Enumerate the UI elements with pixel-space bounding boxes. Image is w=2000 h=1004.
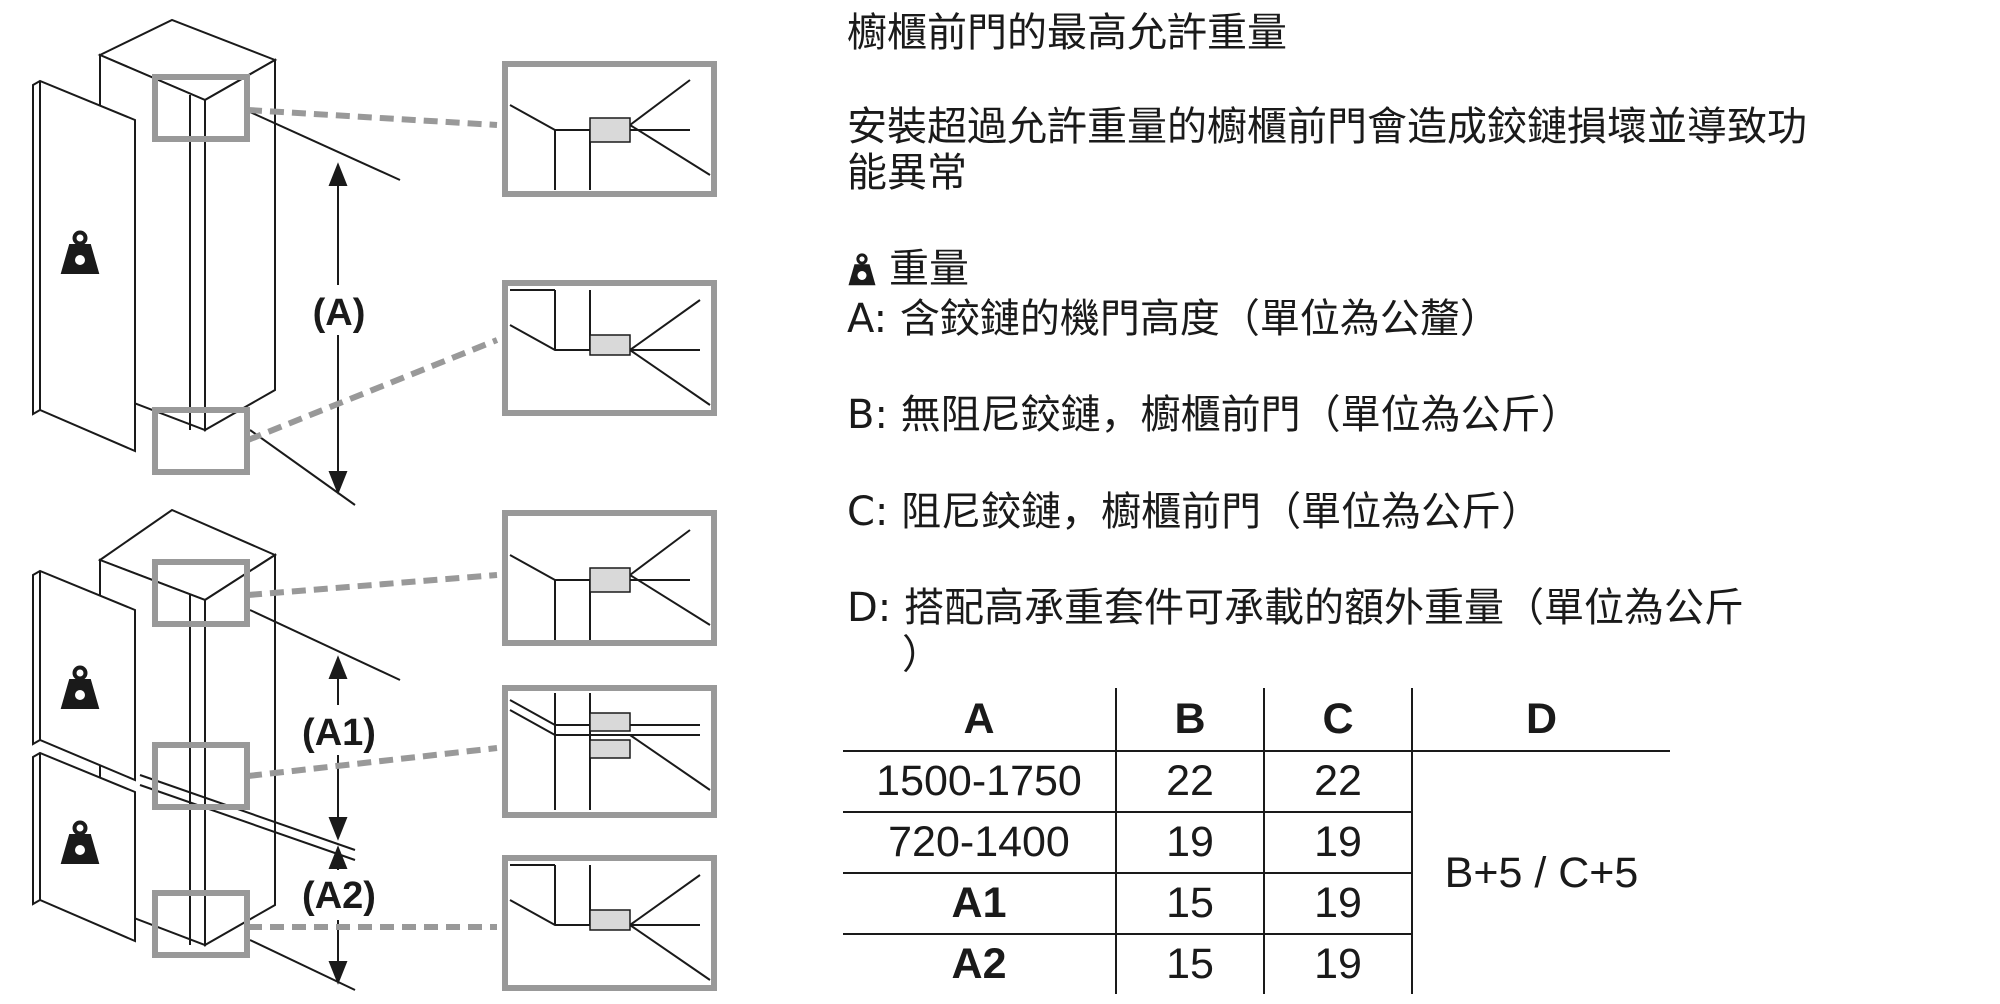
legend-b: B: 無阻尼鉸鏈，櫥櫃前門（單位為公斤） [847,392,1581,438]
cell-c: 19 [1263,812,1412,874]
legend-d-line-1: D: 搭配高承重套件可承載的額外重量（單位為公斤 [847,585,1744,631]
cell-a: A2 [951,940,1007,988]
dimension-label-a1: (A1) [302,712,376,754]
legend-a: A: 含鉸鏈的機門高度（單位為公釐） [847,296,1500,342]
legend-d-line-2: ） [902,632,942,678]
table-row: 720-1400 19 19 [843,812,1670,874]
column-header-b: B [1115,688,1264,752]
hinge-detail-bottom-2 [502,855,717,991]
single-door-appliance [32,18,499,506]
hinge-detail-bottom-1 [502,280,717,416]
installation-diagram: (A) [0,0,850,1000]
cell-b: 15 [1115,873,1264,935]
column-header-a: A [843,688,1116,752]
table-header-row: A B C D [843,688,1670,752]
dimension-label-a2: (A2) [302,875,376,917]
dimension-label-a: (A) [313,292,366,334]
column-header-c: C [1263,688,1412,752]
instructions-column: 櫥櫃前門的最高允許重量 安裝超過允許重量的櫥櫃前門會造成鉸鏈損壞並導致功 能異常… [847,0,1997,1000]
cell-c: 22 [1263,751,1412,813]
warning-text-line-2: 能異常 [847,150,967,196]
hinge-detail-middle-2 [502,685,717,818]
hinge-detail-top-2 [502,510,717,646]
table-row: A1 15 19 [843,873,1670,935]
weight-icon [848,253,876,286]
legend-weight-label: 重量 [889,246,969,292]
cell-a: 1500-1750 [843,751,1116,813]
cell-d-merged: B+5 / C+5 [1411,751,1670,994]
cell-c: 19 [1263,873,1412,935]
column-header-d: D [1411,688,1670,752]
warning-text-line-1: 安裝超過允許重量的櫥櫃前門會造成鉸鏈損壞並導致功 [847,104,1807,150]
weight-table: A B C D 1500-1750 22 22 B+5 / C+5 720-14… [843,688,1670,994]
legend-c: C: 阻尼鉸鏈，櫥櫃前門（單位為公斤） [847,489,1542,535]
cell-b: 15 [1115,934,1264,994]
table-row: 1500-1750 22 22 B+5 / C+5 [843,751,1670,994]
hinge-detail-top-1 [502,61,717,197]
legend-weight: 重量 [847,246,969,292]
cell-b: 19 [1115,812,1264,874]
page-title: 櫥櫃前門的最高允許重量 [847,10,1287,56]
cell-c: 19 [1263,934,1412,994]
table-row: A2 15 19 [843,934,1670,994]
cell-a: A1 [843,873,1116,935]
double-door-appliance [32,508,498,991]
cell-a: 720-1400 [843,812,1116,874]
cell-b: 22 [1115,751,1264,813]
